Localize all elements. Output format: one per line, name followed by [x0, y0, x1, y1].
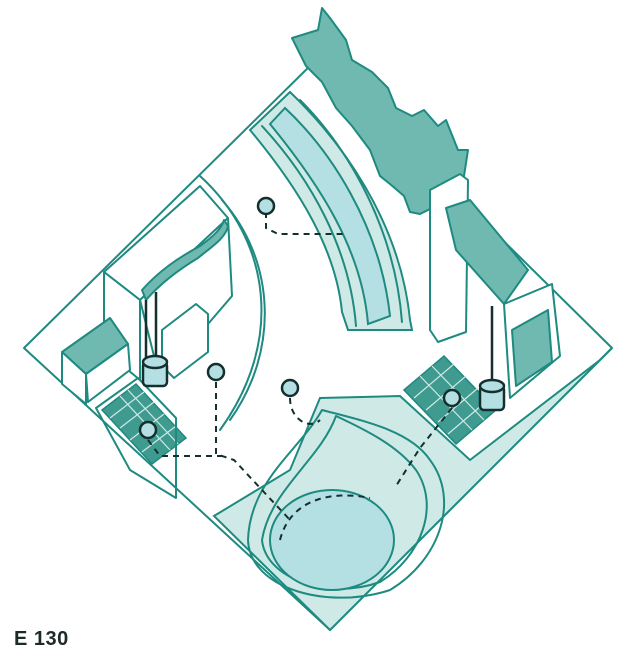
- monitor-node-forest: [258, 198, 274, 214]
- water-tank-right: [480, 380, 504, 410]
- monitor-node-center: [208, 364, 224, 380]
- figure-caption: E 130: [14, 628, 69, 650]
- monitor-node-right-panels: [444, 390, 460, 406]
- monitor-node-left-panels: [140, 422, 156, 438]
- monitor-node-river: [282, 380, 298, 396]
- water-tank-left: [143, 356, 167, 386]
- reservoir-water: [270, 490, 394, 590]
